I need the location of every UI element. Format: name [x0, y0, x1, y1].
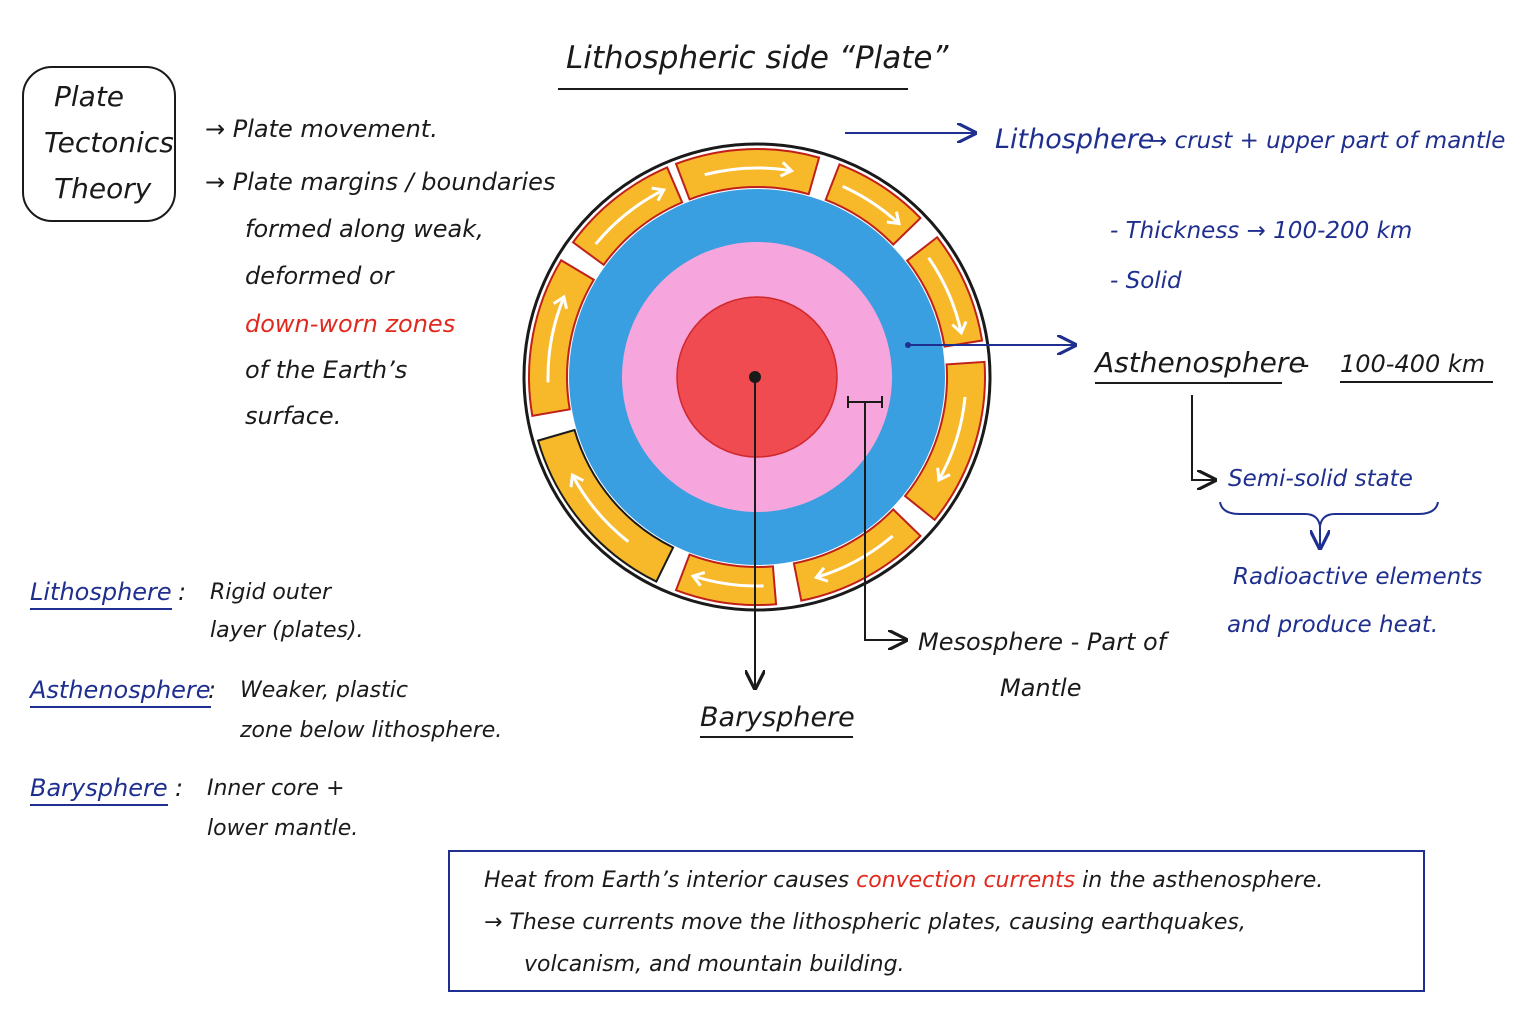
point-line-2: formed along weak,: [245, 215, 484, 243]
theory-line-2: Tectonics: [44, 126, 174, 159]
def-sep-barysphere: :: [175, 774, 184, 802]
plate-arrow-head: [552, 294, 569, 310]
plate-arrow: [704, 166, 792, 177]
asthenosphere-depth: 100-400 km: [1340, 350, 1493, 383]
plate-arrow: [594, 188, 665, 246]
summary-line-3: volcanism, and mountain building.: [524, 952, 905, 977]
title-underline: [558, 88, 908, 90]
point-line-4-highlight: down-worn zones: [245, 310, 456, 338]
plate-arrow-head: [690, 570, 706, 587]
lithosphere-thickness: - Thickness → 100-200 km: [1110, 218, 1413, 244]
plate-segment: [792, 508, 922, 602]
lithosphere-state: - Solid: [1110, 268, 1182, 294]
semi-solid-state: Semi-solid state: [1228, 466, 1413, 492]
plate-arrow: [692, 574, 764, 588]
summary-line-2: → These currents move the lithospheric p…: [484, 910, 1246, 935]
summary-highlight: convection currents: [856, 868, 1076, 893]
radioactive-line-1: Radioactive elements: [1233, 564, 1483, 590]
plate-segment: [674, 148, 821, 201]
plate-arrow-head: [951, 320, 968, 336]
plate-segment: [905, 235, 984, 348]
def-lithosphere-line-2: layer (plates).: [210, 618, 364, 643]
plate-arrow-head: [936, 467, 951, 483]
plate-movement-arrows: [546, 161, 968, 588]
asthenosphere-name: Asthenosphere: [1095, 346, 1306, 384]
plate-arrow-head: [569, 472, 585, 488]
mesosphere-line-2: Mantle: [1000, 674, 1082, 702]
def-term-lithosphere: Lithosphere: [30, 578, 172, 610]
summary-line-1-end: in the asthenosphere.: [1082, 868, 1324, 893]
def-sep-asthenosphere: :: [208, 676, 217, 704]
diagram-title: Lithospheric side “Plate”: [566, 40, 949, 76]
point-plate-movement: → Plate movement.: [205, 115, 438, 143]
def-barysphere-line-1: Inner core +: [207, 776, 345, 801]
plate-arrow-head: [779, 161, 795, 178]
plate-segment: [528, 258, 596, 417]
plate-arrow-head: [651, 186, 667, 202]
plate-arrow: [815, 534, 894, 579]
plate-segment: [674, 553, 778, 606]
point-plate-margins: → Plate margins / boundaries: [205, 168, 556, 196]
plate-segment: [536, 428, 675, 583]
summary-line-1: Heat from Earth’s interior causes convec…: [484, 868, 1323, 893]
summary-box: Heat from Earth’s interior causes convec…: [448, 850, 1425, 992]
theory-line-1: Plate: [54, 80, 125, 113]
barysphere-name: Barysphere: [700, 702, 855, 738]
def-asthenosphere-line-1: Weaker, plastic: [240, 678, 408, 703]
plate-arrow: [937, 396, 967, 481]
semi-solid-brace: [1219, 501, 1439, 527]
plate-arrow-head: [886, 211, 901, 226]
theory-line-3: Theory: [54, 172, 152, 205]
plate-arrow: [927, 256, 963, 334]
theory-box: Plate Tectonics Theory: [22, 66, 176, 222]
point-line-3: deformed or: [245, 262, 394, 290]
plate-arrow-head: [813, 566, 829, 583]
plate-arrow: [571, 474, 630, 543]
point-line-6: surface.: [245, 402, 342, 430]
semi-solid-connector: [1191, 395, 1215, 480]
summary-line-1-start: Heat from Earth’s interior causes: [484, 868, 850, 893]
def-term-barysphere: Barysphere: [30, 774, 168, 806]
mesosphere-line-1: Mesosphere - Part of: [918, 628, 1167, 656]
def-asthenosphere-line-2: zone below lithosphere.: [240, 718, 503, 743]
mesosphere-pointer: [864, 402, 906, 640]
lithosphere-description: → crust + upper part of mantle: [1148, 128, 1506, 154]
def-lithosphere-line-1: Rigid outer: [210, 580, 332, 605]
def-term-asthenosphere: Asthenosphere: [30, 676, 211, 708]
point-line-5: of the Earth’s: [245, 356, 408, 384]
radioactive-line-2: and produce heat.: [1227, 612, 1439, 638]
lithosphere-name: Lithosphere: [995, 124, 1155, 155]
plate-arrow: [842, 184, 901, 225]
asthenosphere-dash: -: [1300, 350, 1310, 380]
plate-arrow: [546, 296, 566, 383]
def-barysphere-line-2: lower mantle.: [207, 816, 359, 841]
def-sep-lithosphere: :: [178, 578, 187, 606]
